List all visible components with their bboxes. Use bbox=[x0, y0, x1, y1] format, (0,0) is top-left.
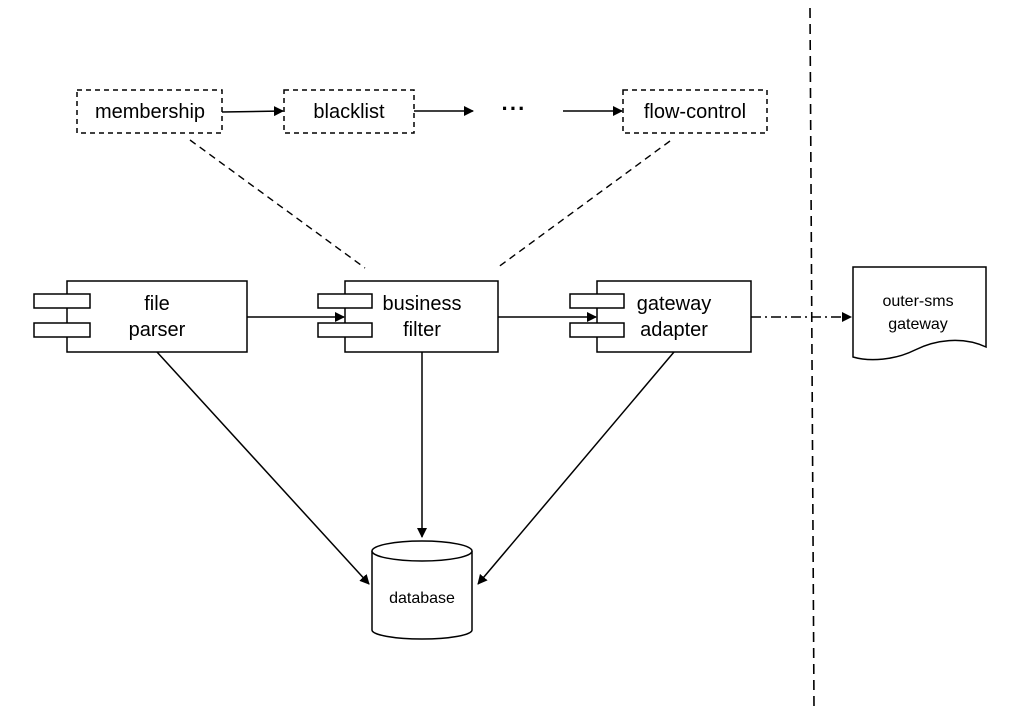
component-gateway-adapter-tab-bottom bbox=[569, 322, 625, 338]
filter-box-membership[interactable]: membership bbox=[76, 89, 223, 134]
filter-box-membership-border bbox=[76, 89, 223, 134]
component-file-parser-body bbox=[66, 280, 248, 353]
filter-box-blacklist[interactable]: blacklist bbox=[283, 89, 415, 134]
flow-control-label: flow-control bbox=[644, 101, 746, 123]
component-business-filter[interactable]: business filter bbox=[317, 280, 499, 353]
arrow-membership-to-blacklist bbox=[221, 106, 284, 117]
connector-membership-to-business-filter bbox=[189, 139, 366, 269]
component-file-parser[interactable]: file parser bbox=[33, 280, 248, 353]
database-cylinder[interactable]: database bbox=[371, 540, 473, 640]
filter-box-flow-control[interactable]: flow-control bbox=[622, 89, 768, 134]
component-business-filter-tab-top bbox=[317, 293, 373, 309]
connector-flow-control-to-business-filter bbox=[496, 140, 671, 269]
file-parser-label-line1: file bbox=[144, 293, 170, 315]
arrow-file-parser-to-database bbox=[156, 351, 370, 585]
component-file-parser-tab-top bbox=[33, 293, 91, 309]
blacklist-label: blacklist bbox=[313, 101, 385, 123]
database-cylinder-top bbox=[371, 540, 473, 562]
component-gateway-adapter[interactable]: gateway adapter bbox=[569, 280, 752, 353]
system-boundary-line bbox=[809, 7, 815, 709]
outer-sms-gateway-label-line1: outer-sms bbox=[882, 293, 953, 310]
component-file-parser-tab-bottom bbox=[33, 322, 91, 338]
outer-sms-gateway-document-shape bbox=[852, 266, 987, 361]
business-filter-label-line1: business bbox=[383, 293, 462, 315]
component-gateway-adapter-tab-top bbox=[569, 293, 625, 309]
file-parser-label-line2: parser bbox=[129, 319, 186, 341]
component-business-filter-body bbox=[344, 280, 499, 353]
component-gateway-adapter-body bbox=[596, 280, 752, 353]
external-outer-sms-gateway[interactable]: outer-sms gateway bbox=[852, 266, 987, 361]
database-cylinder-body bbox=[371, 551, 473, 640]
membership-label: membership bbox=[95, 101, 205, 123]
gateway-adapter-label-line2: adapter bbox=[640, 319, 708, 341]
outer-sms-gateway-label-line2: gateway bbox=[888, 316, 948, 333]
database-label: database bbox=[389, 590, 455, 607]
component-business-filter-tab-bottom bbox=[317, 322, 373, 338]
filter-box-flow-control-border bbox=[622, 89, 768, 134]
gateway-adapter-label-line1: gateway bbox=[637, 293, 712, 315]
filter-box-blacklist-border bbox=[283, 89, 415, 134]
arrow-gateway-adapter-to-database bbox=[477, 351, 675, 585]
ellipsis-label: ··· bbox=[502, 96, 527, 121]
business-filter-label-line2: filter bbox=[403, 319, 441, 341]
